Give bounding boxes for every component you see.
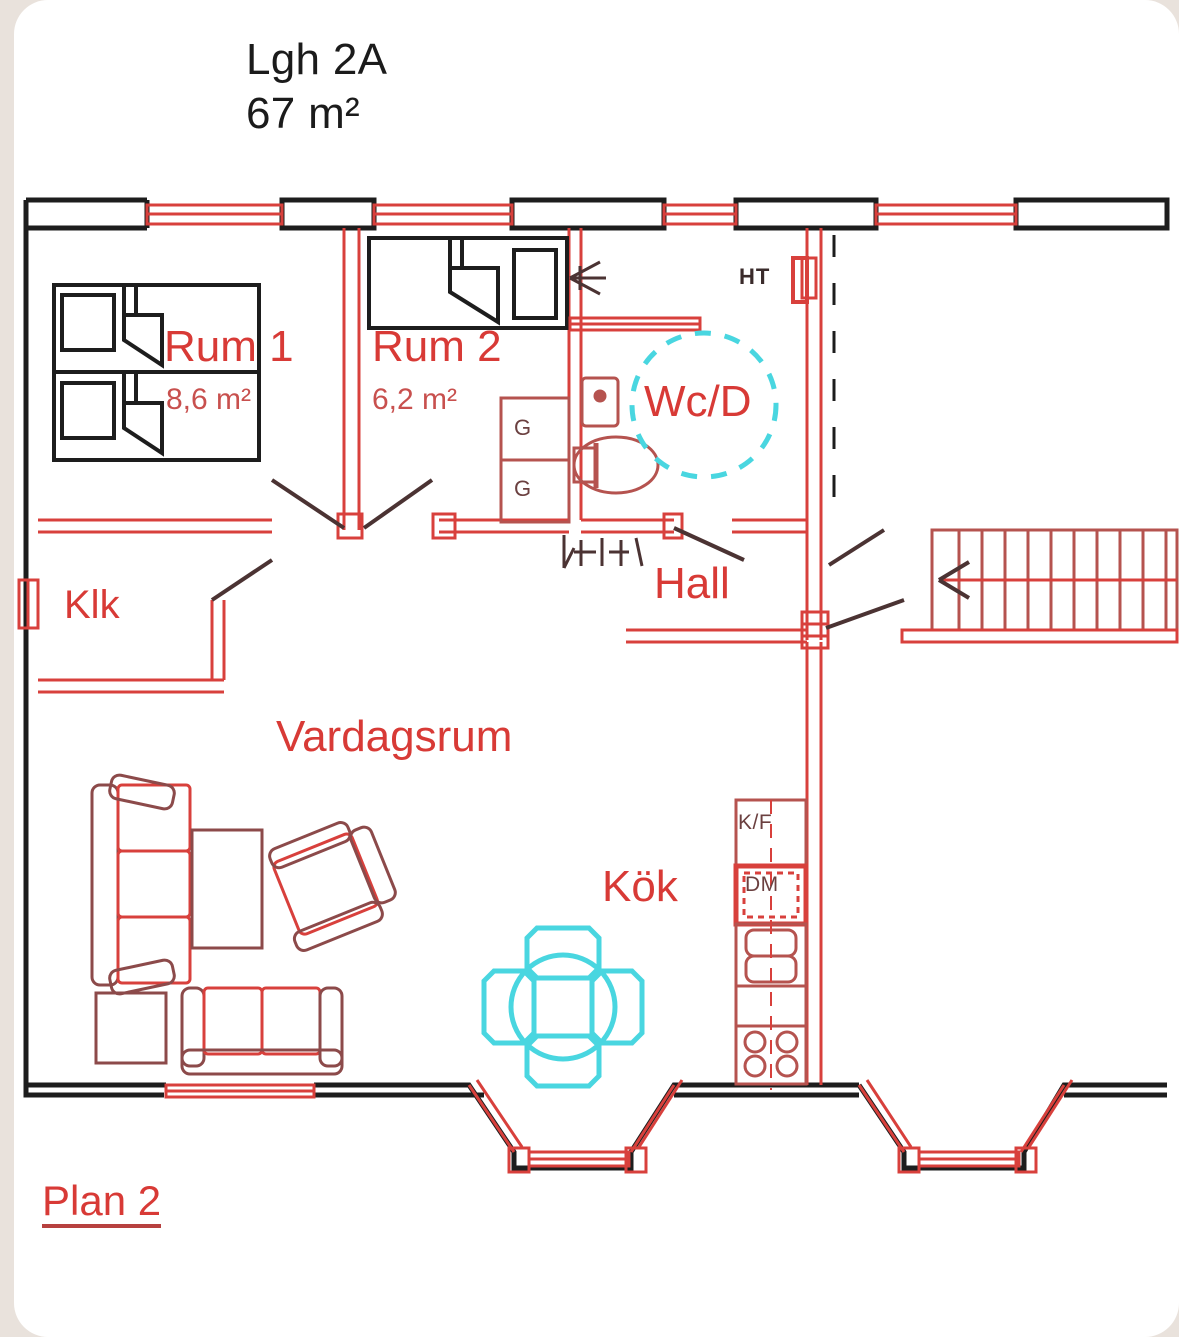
windows-bay bbox=[164, 1079, 1074, 1174]
room-label-rum1: Rum 1 bbox=[164, 322, 294, 371]
floorplan-stage: Lgh 2A 67 m² Rum 1 8,6 m² Rum 2 6,2 m² W… bbox=[14, 0, 1179, 1337]
room-area-rum2: 6,2 m² bbox=[372, 383, 458, 416]
direction-arrow-rum2 bbox=[569, 260, 606, 296]
room-label-klk: Klk bbox=[64, 583, 120, 627]
door-swings bbox=[210, 478, 905, 630]
stair-base-wall bbox=[900, 628, 1179, 644]
radiator-ht bbox=[791, 256, 809, 304]
interior-walls bbox=[38, 228, 1167, 1085]
radiator-rum2 bbox=[568, 316, 702, 332]
page-title: Lgh 2A bbox=[246, 35, 388, 84]
appliance-tag-dishwasher: DM bbox=[745, 873, 779, 896]
staircase-direction-arrow bbox=[937, 560, 971, 600]
furniture-rum2 bbox=[367, 236, 569, 330]
floorplan-card: Lgh 2A 67 m² Rum 1 8,6 m² Rum 2 6,2 m² W… bbox=[14, 0, 1179, 1337]
room-label-rum2: Rum 2 bbox=[372, 322, 502, 371]
fixtures-wcd bbox=[499, 376, 660, 524]
wc-highlight-circle bbox=[629, 330, 779, 480]
heater-tag-ht: HT bbox=[739, 264, 771, 289]
room-label-hall: Hall bbox=[654, 559, 730, 608]
room-label-kok: Kök bbox=[602, 862, 678, 911]
room-area-rum1: 8,6 m² bbox=[166, 383, 252, 416]
room-label-vardagsrum: Vardagsrum bbox=[276, 712, 513, 761]
room-label-wcd: Wc/D bbox=[644, 377, 752, 426]
furniture-rum1 bbox=[52, 283, 261, 462]
dining-set-highlight bbox=[481, 925, 645, 1089]
closet-tag-g-lower: G bbox=[514, 476, 532, 501]
furniture-vardagsrum bbox=[90, 773, 397, 1076]
staircase bbox=[930, 528, 1179, 632]
floor-drain-hatch bbox=[562, 535, 644, 569]
kitchen-units bbox=[733, 798, 809, 1090]
page-area: 67 m² bbox=[246, 89, 360, 138]
floorplan-drawing bbox=[17, 197, 1179, 1174]
closet-tag-g-upper: G bbox=[514, 415, 532, 440]
windows-top bbox=[145, 203, 1018, 226]
window-left bbox=[17, 578, 40, 630]
plan-label: Plan 2 bbox=[42, 1180, 162, 1228]
appliance-tag-fridge-freezer: K/F bbox=[738, 811, 773, 834]
